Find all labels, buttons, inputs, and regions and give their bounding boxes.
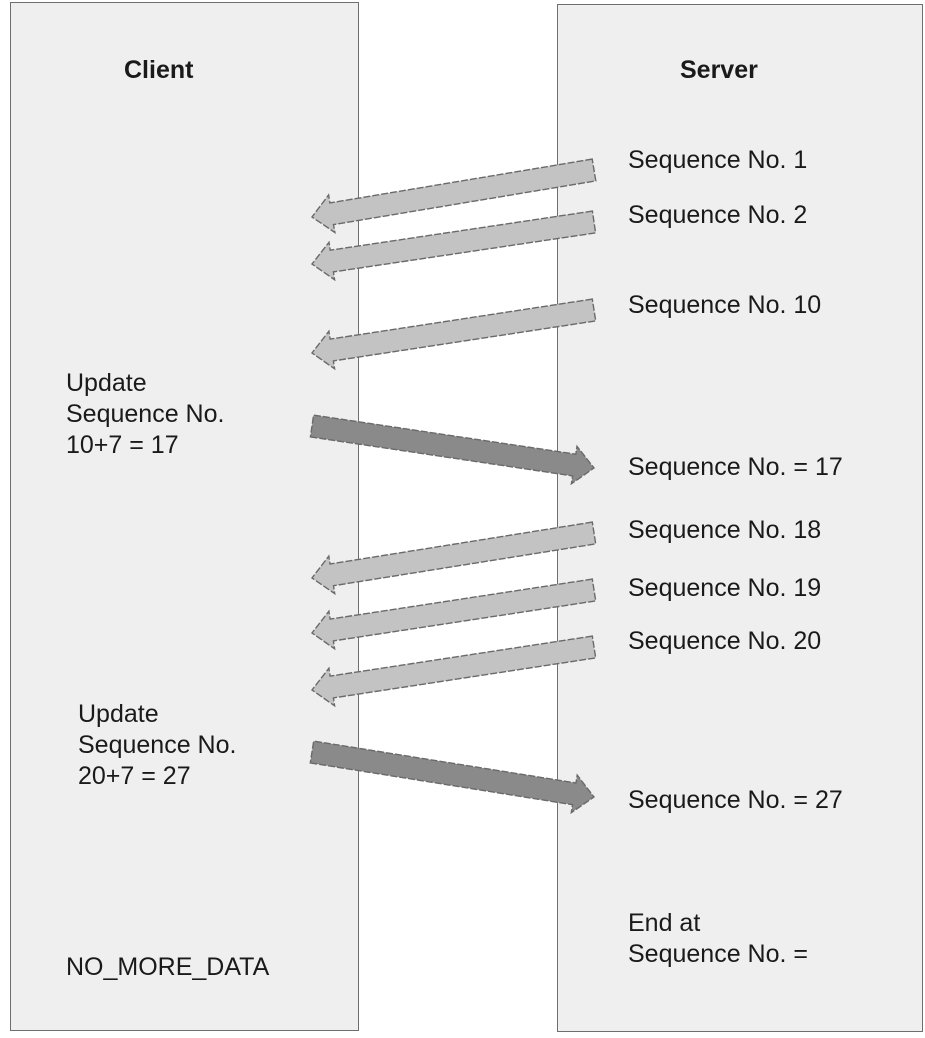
server-lane <box>557 4 923 1032</box>
server-message-18: Sequence No. 18 <box>628 516 822 544</box>
client-update-note-2: Update Sequence No. 20+7 = 27 <box>78 700 237 790</box>
server-to-client-arrow <box>310 635 597 708</box>
server-message-27: Sequence No. = 27 <box>628 786 843 814</box>
server-to-client-arrow <box>310 158 597 235</box>
client-to-server-arrow <box>309 740 596 815</box>
server-message-1: Sequence No. 1 <box>628 146 808 174</box>
server-end-label: End at Sequence No. = <box>628 909 808 968</box>
server-to-client-arrow <box>310 521 597 596</box>
server-to-client-arrow <box>310 298 597 371</box>
server-message-20: Sequence No. 20 <box>628 627 822 655</box>
server-title: Server <box>680 56 758 84</box>
server-message-2: Sequence No. 2 <box>628 201 808 229</box>
server-message-19: Sequence No. 19 <box>628 574 822 602</box>
server-to-client-arrow <box>310 210 597 282</box>
client-update-note-1: Update Sequence No. 10+7 = 17 <box>66 369 225 459</box>
server-message-17: Sequence No. = 17 <box>628 453 843 481</box>
client-end-label: NO_MORE_DATA <box>66 953 270 981</box>
client-to-server-arrow <box>309 414 596 486</box>
server-to-client-arrow <box>310 578 597 651</box>
server-message-10: Sequence No. 10 <box>628 291 822 319</box>
client-title: Client <box>124 56 194 84</box>
client-lane <box>10 2 359 1031</box>
